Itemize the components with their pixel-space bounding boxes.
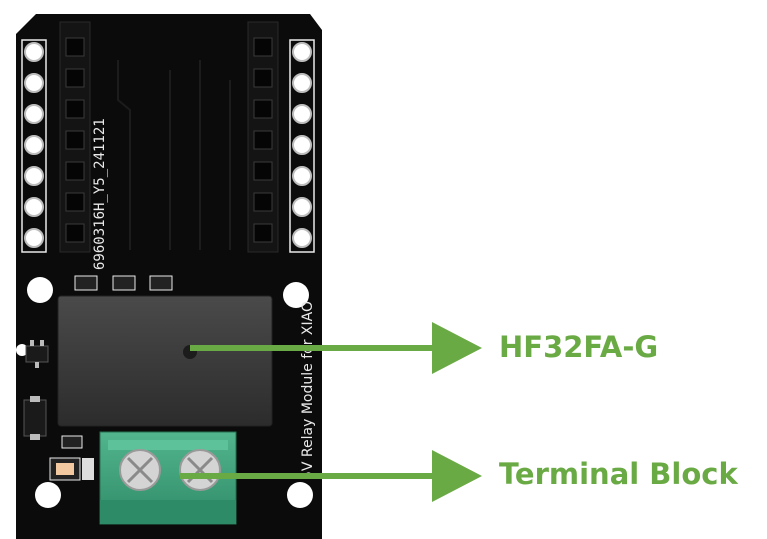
header-socket (253, 130, 273, 150)
pin-pad (292, 73, 312, 93)
left-header-sockets (65, 37, 85, 243)
callout-label-terminal-block: Terminal Block (499, 457, 738, 491)
header-socket (253, 223, 273, 243)
header-socket (253, 68, 273, 88)
right-header-sockets (253, 37, 273, 243)
pcb-board: 6960316H_Y5_241121 (16, 14, 322, 539)
mounting-hole (287, 482, 313, 508)
pin-pad (292, 104, 312, 124)
pin-pad (24, 135, 44, 155)
callout-arrow-terminal (180, 450, 482, 502)
pin-pad (292, 166, 312, 186)
right-pin-pads (292, 42, 312, 248)
header-socket (253, 37, 273, 57)
header-socket (65, 37, 85, 57)
pin-pad (292, 135, 312, 155)
header-socket (65, 161, 85, 181)
pin-pad (24, 104, 44, 124)
header-socket (65, 192, 85, 212)
header-socket (253, 161, 273, 181)
left-header-outline (21, 39, 47, 253)
diode (23, 396, 47, 440)
board-serial-text: 6960316H_Y5_241121 (92, 118, 108, 270)
pin-pad (24, 73, 44, 93)
mounting-hole (35, 482, 61, 508)
pin-pad (24, 166, 44, 186)
status-led (49, 457, 94, 481)
header-socket (65, 99, 85, 119)
transistor (25, 340, 49, 368)
left-pin-pads (24, 42, 44, 248)
pin-pad (24, 42, 44, 62)
mounting-hole (27, 277, 53, 303)
pin-pad (292, 197, 312, 217)
pin-pad (24, 197, 44, 217)
header-socket (65, 68, 85, 88)
board-title-text: 5V Relay Module for XIAO (300, 301, 316, 480)
callout-arrow-relay (190, 322, 482, 374)
smd-component (61, 435, 83, 449)
mounting-hole (283, 282, 309, 308)
relay-hf32fa-g (57, 295, 273, 427)
header-socket (253, 192, 273, 212)
pin-pad (292, 228, 312, 248)
right-header-outline (289, 39, 315, 253)
mounting-hole (16, 344, 28, 356)
header-socket (65, 130, 85, 150)
smd-components (74, 275, 173, 291)
board-trace (117, 60, 131, 250)
header-socket (253, 99, 273, 119)
header-socket (65, 223, 85, 243)
pin-pad (292, 42, 312, 62)
pin-pad (24, 228, 44, 248)
callout-label-relay: HF32FA-G (499, 330, 659, 364)
